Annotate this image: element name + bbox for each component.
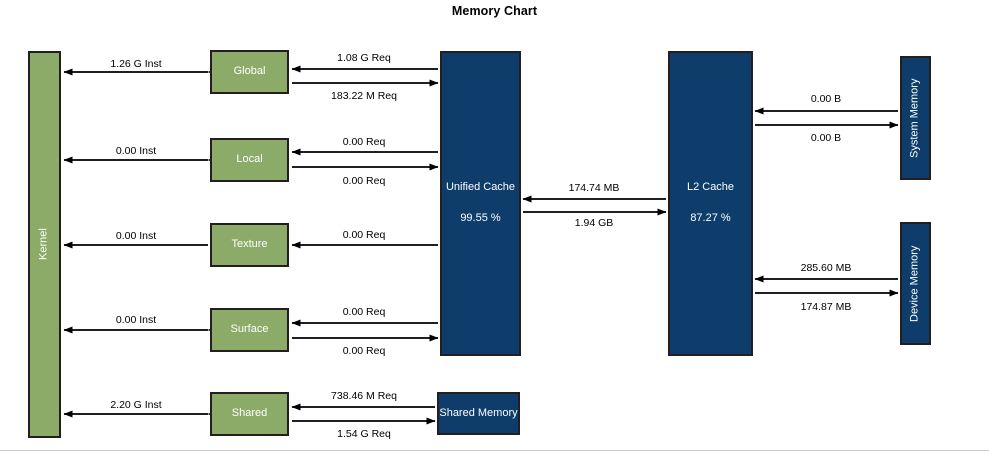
node-unified-cache-label: Unified Cache xyxy=(445,181,516,194)
node-l2-cache-label: L2 Cache xyxy=(686,181,735,194)
edge-label-kernel-texture: 0.00 Inst xyxy=(115,230,157,242)
node-surface-label: Surface xyxy=(230,323,269,336)
node-shared[interactable]: Shared xyxy=(210,392,289,436)
node-local-label: Local xyxy=(236,153,263,166)
node-shared-memory-label: Shared Memory xyxy=(439,406,518,419)
node-unified-cache[interactable]: Unified Cache 99.55 % xyxy=(440,51,521,356)
edge-label-surface-out: 0.00 Req xyxy=(342,345,386,357)
edge-label-local-out: 0.00 Req xyxy=(342,175,386,187)
node-surface[interactable]: Surface xyxy=(210,308,289,352)
node-texture-label: Texture xyxy=(231,238,268,251)
edge-label-l2-to-unified: 174.74 MB xyxy=(568,182,620,194)
node-global[interactable]: Global xyxy=(210,50,289,94)
page-title: Memory Chart xyxy=(451,4,538,18)
edge-label-kernel-shared: 2.20 G Inst xyxy=(110,399,162,411)
node-system-memory-label: System Memory xyxy=(908,78,921,158)
edge-label-devmem-to-l2: 285.60 MB xyxy=(800,262,852,274)
node-unified-cache-percent: 99.55 % xyxy=(460,212,501,224)
node-local[interactable]: Local xyxy=(210,138,289,182)
edge-label-shared-in: 738.46 M Req xyxy=(331,390,397,402)
edge-label-l2-to-sysmem: 0.00 B xyxy=(810,132,842,144)
edge-label-kernel-global: 1.26 G Inst xyxy=(110,58,162,70)
node-texture[interactable]: Texture xyxy=(210,223,289,267)
edge-label-sysmem-to-l2: 0.00 B xyxy=(810,93,842,105)
node-kernel[interactable]: Kernel xyxy=(28,51,61,438)
edge-label-surface-in: 0.00 Req xyxy=(342,306,386,318)
node-device-memory[interactable]: Device Memory xyxy=(900,222,931,345)
edge-label-unified-to-l2: 1.94 GB xyxy=(574,217,614,229)
bottom-divider xyxy=(0,450,989,451)
edge-label-local-in: 0.00 Req xyxy=(342,136,386,148)
edge-label-global-in: 1.08 G Req xyxy=(337,52,391,64)
node-device-memory-label: Device Memory xyxy=(908,245,921,322)
edge-label-global-out: 183.22 M Req xyxy=(331,90,397,102)
node-l2-cache-percent: 87.27 % xyxy=(690,212,731,224)
node-shared-memory[interactable]: Shared Memory xyxy=(437,392,520,435)
node-global-label: Global xyxy=(233,65,266,78)
node-system-memory[interactable]: System Memory xyxy=(900,56,931,180)
edge-label-kernel-surface: 0.00 Inst xyxy=(115,314,157,326)
node-kernel-label: Kernel xyxy=(37,228,50,261)
node-shared-label: Shared xyxy=(231,407,268,420)
edge-label-texture-in: 0.00 Req xyxy=(342,229,386,241)
edge-label-shared-out: 1.54 G Req xyxy=(337,428,391,440)
edge-label-l2-to-devmem: 174.87 MB xyxy=(800,301,852,313)
edge-label-kernel-local: 0.00 Inst xyxy=(115,145,157,157)
node-l2-cache[interactable]: L2 Cache 87.27 % xyxy=(668,51,753,356)
